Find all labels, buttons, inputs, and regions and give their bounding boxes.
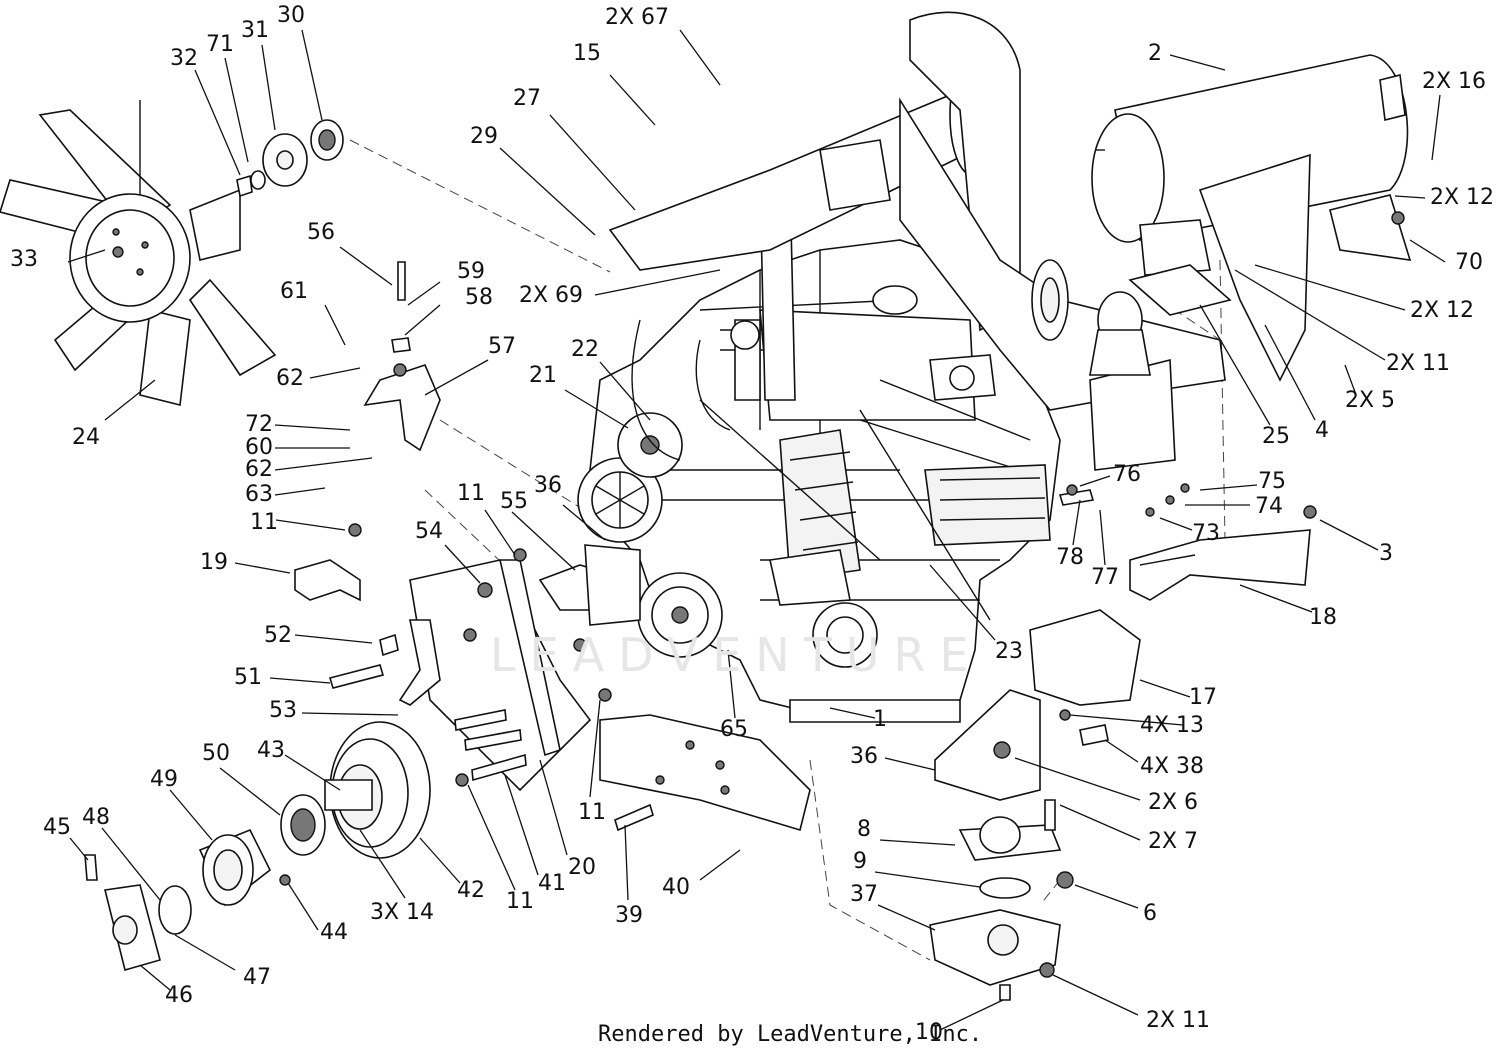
callout-leader-lines [67,29,1446,1031]
alternator-brackets [294,261,811,832]
footer-credit: Rendered by LeadVenture, Inc. [598,1022,983,1047]
engine-mount [929,689,1109,1001]
jackshaft-pulley [84,721,431,971]
cooling-fan [0,100,277,406]
engine-block [577,178,1061,723]
watermark-text: LEADVENTURE [490,628,983,682]
muffler [1091,54,1412,382]
frame-assembly [608,11,1226,471]
fan-hub-parts [236,119,344,198]
assembly-dashed-lines [349,139,1226,961]
belt-covers [1029,483,1317,706]
